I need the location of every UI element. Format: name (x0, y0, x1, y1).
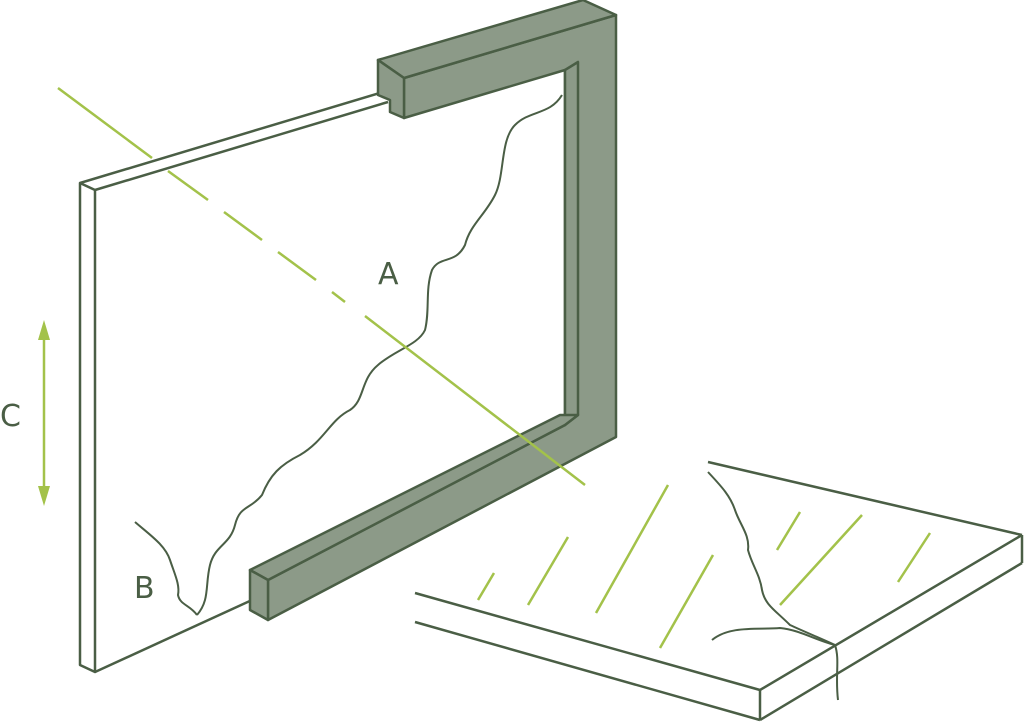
floor-crack (707, 471, 839, 701)
floor-crack-branch (711, 627, 836, 646)
slab-hatching (476, 484, 932, 649)
steel-frame (248, 0, 618, 622)
label-b: B (134, 571, 155, 606)
label-a: A (378, 257, 399, 292)
wall-panel (78, 90, 389, 674)
crack-a (196, 94, 563, 616)
label-c: C (0, 399, 21, 434)
crack-b (134, 521, 198, 616)
vertical-arrow (38, 320, 50, 506)
section-line (57, 86, 586, 486)
floor-slab (414, 460, 1024, 722)
